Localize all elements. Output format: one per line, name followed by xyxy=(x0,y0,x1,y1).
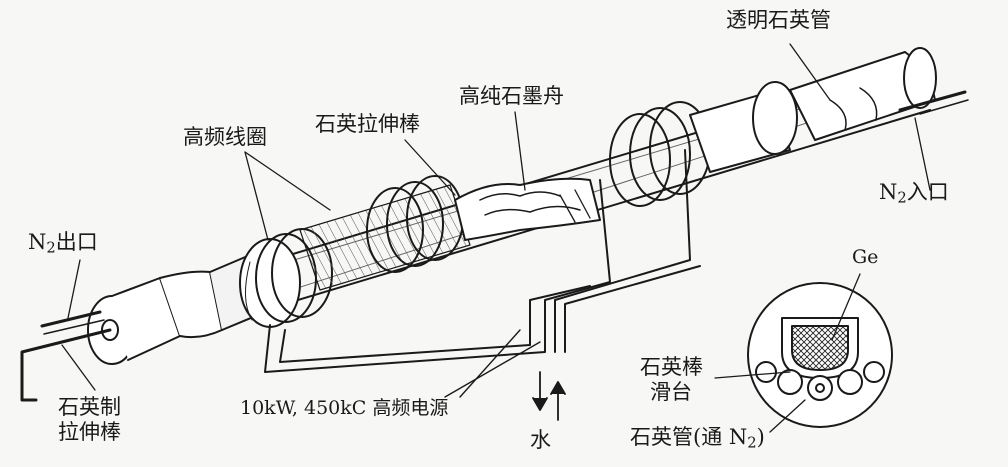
quartz-stretch-rod-line2: 拉伸棒 xyxy=(58,420,121,445)
label-transparent-quartz-tube: 透明石英管 xyxy=(726,8,831,32)
n2-inlet-suffix: 入口 xyxy=(906,180,949,204)
power-supply-leaders xyxy=(444,329,541,398)
label-rf-coil: 高频线圈 xyxy=(183,125,267,149)
n2-outlet-sub: 2 xyxy=(46,239,56,257)
label-quartz-tube-n2: 石英管(通 N2) xyxy=(630,425,765,453)
label-n2-outlet: N2出口 xyxy=(28,230,98,258)
label-leader-lines xyxy=(61,43,931,391)
n2-inlet-sub: 2 xyxy=(897,189,907,207)
label-quartz-slide: 石英棒 滑台 xyxy=(640,355,703,405)
quartz-tube-prefix: 石英管(通 N xyxy=(630,425,748,449)
label-power-supply: 10kW, 450kC 高频电源 xyxy=(240,397,449,419)
quartz-slide-line2: 滑台 xyxy=(650,380,692,405)
transparent-tube-end xyxy=(789,47,937,141)
quartz-tube-sub: 2 xyxy=(747,434,757,452)
quartz-stretch-rod-line1: 石英制 xyxy=(58,395,121,419)
n2-outlet-n: N xyxy=(28,230,47,254)
label-graphite-boat: 高纯石墨舟 xyxy=(459,84,564,108)
water-flow-arrows xyxy=(532,371,566,421)
cross-section-inset xyxy=(714,273,893,433)
label-quartz-stretch-rod: 石英制 拉伸棒 xyxy=(58,395,121,445)
coil-lead-pipes xyxy=(264,149,701,373)
label-n2-inlet: N2入口 xyxy=(879,180,949,208)
quartz-tube-suffix: ) xyxy=(756,425,765,449)
quartz-slide-line1: 石英棒 xyxy=(640,355,703,379)
label-water: 水 xyxy=(530,428,551,452)
graphite-boat-region xyxy=(454,177,601,241)
n2-inlet-n: N xyxy=(879,180,898,204)
n2-outlet-suffix: 出口 xyxy=(55,230,98,254)
label-quartz-pull-rod: 石英拉伸棒 xyxy=(315,112,420,136)
label-ge: Ge xyxy=(852,246,879,268)
